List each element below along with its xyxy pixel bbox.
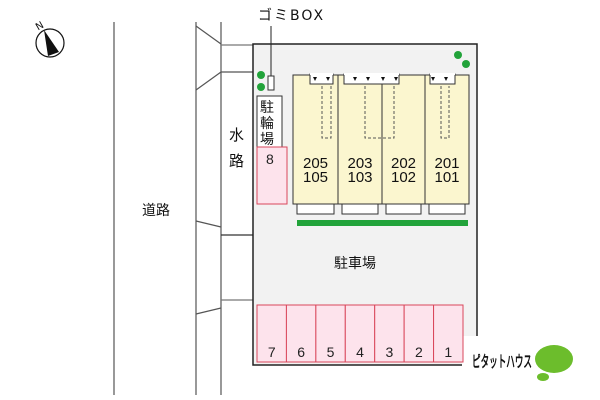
parking-slot-label: 2 (415, 344, 423, 360)
balcony (296, 203, 335, 215)
entry-arrow-icon (366, 77, 370, 81)
unit-number-upper: 203 (347, 155, 372, 172)
parking-slot-label: 7 (268, 344, 276, 360)
unit-number-lower: 103 (347, 169, 372, 186)
logo-backdrop (462, 336, 492, 372)
parking-slot (403, 304, 435, 363)
pitat-house-logo: ピタットハウス (472, 345, 573, 381)
entry-arrow-icon (444, 77, 448, 81)
entry-arrow-icon (326, 77, 330, 81)
bicycle-parking (256, 95, 283, 148)
compass-north-label: N (34, 20, 46, 33)
entry-arrow-icon (381, 77, 385, 81)
road-label: 道路 (142, 203, 170, 219)
bicycle-parking-label-3: 場 (260, 132, 274, 148)
parking-slot (374, 304, 405, 363)
walkway-path (321, 86, 332, 139)
unit-number-upper: 202 (391, 155, 416, 172)
logo-text: ピタットハウス (472, 352, 532, 371)
entrance-notch (343, 73, 400, 85)
parking-slot (256, 304, 287, 363)
garbage-box (267, 75, 275, 91)
tree-icons (257, 51, 470, 91)
unit-number-lower: 101 (434, 169, 459, 186)
bicycle-parking-label-1: 駐 (260, 100, 274, 116)
parking-slot-8 (256, 146, 288, 205)
hedge (297, 220, 468, 226)
parking-slot (285, 304, 317, 363)
garbage-box-label: ゴミBOX (258, 7, 325, 24)
balcony (385, 203, 422, 215)
entrance-notch (309, 73, 334, 85)
walkway-path (440, 86, 450, 139)
compass-icon: N (34, 20, 65, 58)
parking-slot (315, 304, 346, 363)
entry-arrow-icon (431, 77, 435, 81)
unit-number-upper: 201 (434, 155, 459, 172)
parking-slot-8-label: 8 (266, 151, 274, 167)
unit-number-lower: 105 (303, 169, 328, 186)
parking-slot (344, 304, 376, 363)
parking-slots: 7 6 5 4 3 2 1 (256, 304, 464, 363)
unit-number-lower: 102 (391, 169, 416, 186)
parking-slot-label: 1 (444, 344, 452, 360)
entry-arrow-icon (313, 77, 317, 81)
entry-arrow-icon (353, 77, 357, 81)
entry-arrow-icon (394, 77, 398, 81)
balcony (341, 203, 379, 215)
road-lines (113, 22, 253, 395)
parking-lot-label: 駐車場 (334, 255, 376, 272)
balcony (428, 203, 466, 215)
parking-slot-label: 3 (386, 344, 394, 360)
bicycle-parking-label-2: 輪 (260, 115, 274, 132)
waterway-label-1: 水 (229, 126, 244, 144)
unit-number-upper: 205 (303, 155, 328, 172)
parking-slot-label: 6 (297, 344, 305, 360)
walkway-path (364, 86, 395, 139)
waterway-label-2: 路 (229, 152, 244, 170)
parking-slot (433, 304, 464, 363)
parking-slot-label: 4 (356, 344, 364, 360)
parking-slot-label: 5 (327, 344, 335, 360)
